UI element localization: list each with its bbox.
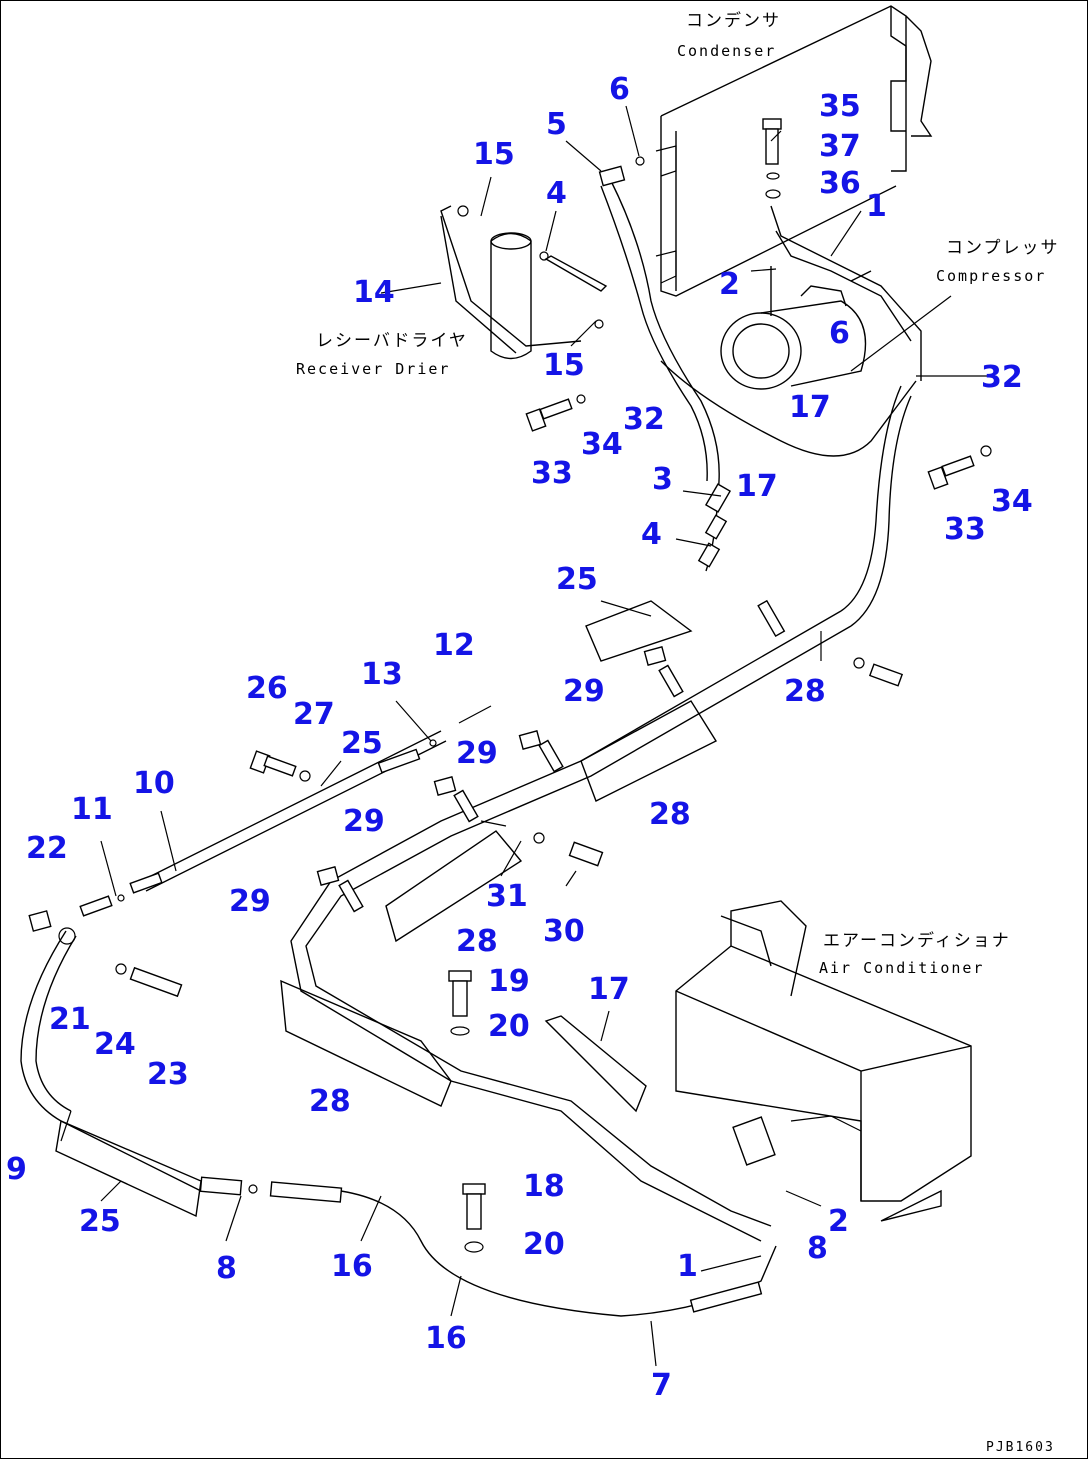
callout-32: 32: [981, 360, 1023, 395]
callout-1b: 1: [677, 1249, 698, 1284]
callout-34: 34: [581, 427, 623, 462]
callout-23: 23: [147, 1057, 189, 1092]
callout-2: 2: [719, 267, 740, 302]
small-parts: [28, 118, 992, 1313]
callout-29b: 29: [456, 736, 498, 771]
callout-22: 22: [26, 831, 68, 866]
callout-33: 33: [531, 456, 573, 491]
callout-24: 24: [94, 1027, 136, 1062]
air-conditioner-label-jp: エアーコンディショナ: [823, 930, 1011, 951]
callout-13: 13: [361, 657, 403, 692]
callout-35: 35: [819, 89, 861, 124]
callout-1: 1: [866, 189, 887, 224]
callout-29c: 29: [343, 804, 385, 839]
receiver-drier: [440, 205, 608, 360]
callout-8: 8: [216, 1251, 237, 1286]
callout-29: 29: [563, 674, 605, 709]
callout-28d: 28: [309, 1084, 351, 1119]
condenser-label-en: Condenser: [677, 42, 776, 60]
callout-25b: 25: [341, 726, 383, 761]
callout-11: 11: [71, 792, 113, 827]
callout-17b: 17: [736, 469, 778, 504]
air-conditioner-unit: [675, 900, 972, 1222]
callout-14: 14: [353, 275, 395, 310]
condenser: [655, 5, 933, 297]
callout-31: 31: [486, 879, 528, 914]
callout-5: 5: [546, 107, 567, 142]
callout-10: 10: [133, 766, 175, 801]
callout-28b: 28: [649, 797, 691, 832]
callout-37: 37: [819, 129, 861, 164]
callout-21: 21: [49, 1002, 91, 1037]
callout-30: 30: [543, 914, 585, 949]
callout-6: 6: [609, 72, 630, 107]
callout-29d: 29: [229, 884, 271, 919]
part-callouts: 35 37 36 1 6 5 15 4 14 2 6 15 32 17 32 3…: [6, 72, 1033, 1403]
compressor-label-en: Compressor: [936, 267, 1046, 285]
callout-28c: 28: [456, 924, 498, 959]
drawing-code: PJB1603: [986, 1440, 1055, 1455]
receiver-drier-label-jp: レシーバドライヤ: [316, 331, 468, 351]
callout-8b: 8: [807, 1231, 828, 1266]
callout-17c: 17: [588, 972, 630, 1007]
component-labels: コンデンサ Condenser コンプレッサ Compressor レシーバドラ…: [296, 10, 1060, 1455]
callout-20b: 20: [523, 1227, 565, 1262]
callout-16b: 16: [425, 1321, 467, 1356]
callout-2b: 2: [828, 1204, 849, 1239]
callout-26: 26: [246, 671, 288, 706]
callout-32b: 32: [623, 402, 665, 437]
callout-34b: 34: [991, 484, 1033, 519]
receiver-drier-label-en: Receiver Drier: [296, 360, 450, 378]
callout-12: 12: [433, 628, 475, 663]
compressor-label-jp: コンプレッサ: [946, 238, 1060, 258]
callout-18: 18: [523, 1169, 565, 1204]
callout-28: 28: [784, 674, 826, 709]
compressor: [720, 205, 922, 390]
callout-9: 9: [6, 1152, 27, 1187]
callout-25: 25: [556, 562, 598, 597]
callout-33b: 33: [944, 512, 986, 547]
callout-36: 36: [819, 166, 861, 201]
callout-25c: 25: [79, 1204, 121, 1239]
callout-27: 27: [293, 697, 335, 732]
callout-15b: 15: [543, 348, 585, 383]
callout-3: 3: [652, 462, 673, 497]
callout-15: 15: [473, 137, 515, 172]
callout-7: 7: [651, 1368, 672, 1403]
callout-4b: 4: [641, 517, 662, 552]
leader-lines: [60, 105, 991, 1367]
callout-16: 16: [331, 1249, 373, 1284]
air-conditioner-label-en: Air Conditioner: [819, 959, 984, 977]
callout-20: 20: [488, 1009, 530, 1044]
callout-4: 4: [546, 176, 567, 211]
callout-17: 17: [789, 390, 831, 425]
condenser-label-jp: コンデンサ: [686, 10, 781, 31]
callout-6b: 6: [829, 316, 850, 351]
callout-19: 19: [488, 964, 530, 999]
